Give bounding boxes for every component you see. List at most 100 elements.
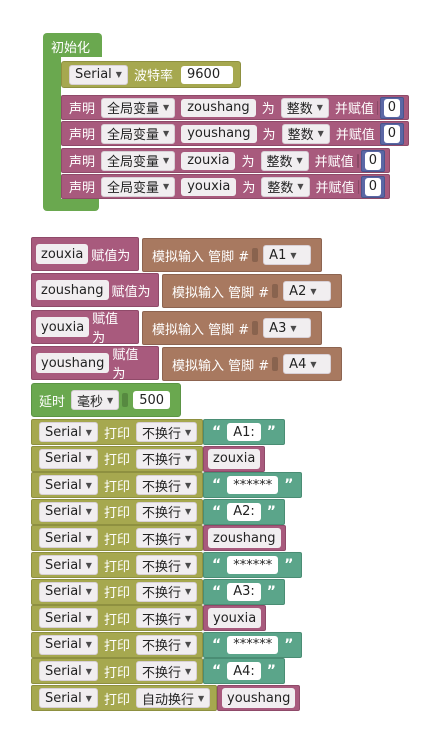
number-block[interactable]: 0 bbox=[360, 175, 385, 198]
newline-mode-dropdown[interactable]: 不换行▼ bbox=[135, 448, 198, 469]
newline-mode-dropdown[interactable]: 不换行▼ bbox=[135, 661, 198, 682]
serial-port-dropdown[interactable]: Serial▼ bbox=[39, 688, 98, 708]
analog-read-block[interactable]: 模拟输入 管脚 # A2▼ bbox=[162, 274, 342, 308]
assign-var-name[interactable]: youxia bbox=[36, 317, 90, 337]
var-value-field[interactable]: 0 bbox=[364, 151, 381, 170]
newline-mode-dropdown[interactable]: 不换行▼ bbox=[135, 422, 198, 442]
serial-port-dropdown[interactable]: Serial▼ bbox=[39, 608, 98, 629]
type-dropdown[interactable]: 整数▼ bbox=[261, 176, 310, 197]
declare-var-block[interactable]: 声明 全局变量▼ youxia 为 整数▼ 并赋值 0 bbox=[61, 174, 390, 199]
var-name[interactable]: youxia bbox=[208, 608, 262, 629]
var-value-field[interactable]: 0 bbox=[383, 98, 400, 117]
type-dropdown[interactable]: 整数▼ bbox=[281, 123, 330, 144]
text-field[interactable]: A1: bbox=[227, 423, 261, 441]
setup-block[interactable]: 初始化 bbox=[43, 33, 102, 57]
text-field[interactable]: A2: bbox=[227, 502, 261, 521]
assign-block[interactable]: zouxia 赋值为 bbox=[31, 237, 139, 271]
text-block[interactable]: “ A4: ” bbox=[203, 658, 285, 685]
assign-block[interactable]: youshang 赋值为 bbox=[31, 346, 159, 382]
baud-field[interactable]: 9600 bbox=[181, 65, 233, 84]
var-name-field[interactable]: zouxia bbox=[181, 151, 236, 170]
serial-print-block[interactable]: Serial▼ 打印 不换行▼ bbox=[31, 419, 203, 445]
serial-port-dropdown[interactable]: Serial▼ bbox=[39, 661, 98, 682]
scope-dropdown[interactable]: 全局变量▼ bbox=[101, 97, 176, 118]
var-name[interactable]: youshang bbox=[222, 688, 296, 708]
var-block[interactable]: zouxia bbox=[203, 445, 266, 472]
var-block[interactable]: youshang bbox=[217, 685, 301, 711]
assign-var-name[interactable]: youshang bbox=[36, 353, 110, 373]
text-block[interactable]: “ A3: ” bbox=[203, 578, 285, 605]
text-block[interactable]: “ ****** ” bbox=[203, 552, 303, 578]
serial-print-block[interactable]: Serial▼ 打印 不换行▼ bbox=[31, 498, 203, 525]
assign-block[interactable]: youxia 赋值为 bbox=[31, 310, 139, 346]
scope-dropdown[interactable]: 全局变量▼ bbox=[101, 176, 176, 197]
serial-print-block[interactable]: Serial▼ 打印 不换行▼ bbox=[31, 525, 203, 552]
text-block[interactable]: “ A1: ” bbox=[203, 419, 285, 445]
scope-dropdown[interactable]: 全局变量▼ bbox=[101, 123, 176, 144]
serial-port-dropdown[interactable]: Serial▼ bbox=[69, 64, 128, 85]
newline-mode-dropdown[interactable]: 不换行▼ bbox=[135, 634, 198, 655]
scope-dropdown[interactable]: 全局变量▼ bbox=[101, 150, 176, 171]
newline-mode-dropdown[interactable]: 不换行▼ bbox=[135, 555, 198, 575]
text-block[interactable]: “ ****** ” bbox=[203, 472, 303, 499]
newline-mode-dropdown[interactable]: 自动换行▼ bbox=[135, 688, 211, 708]
pin-dropdown[interactable]: A4▼ bbox=[283, 354, 332, 374]
declare-var-block[interactable]: 声明 全局变量▼ zouxia 为 整数▼ 并赋值 0 bbox=[61, 148, 390, 173]
newline-mode-dropdown[interactable]: 不换行▼ bbox=[135, 501, 198, 522]
text-field[interactable]: A3: bbox=[227, 582, 261, 601]
serial-port-dropdown[interactable]: Serial▼ bbox=[39, 475, 98, 496]
assign-var-name[interactable]: zoushang bbox=[36, 280, 109, 300]
pin-dropdown[interactable]: A1▼ bbox=[263, 245, 312, 265]
delay-unit-dropdown[interactable]: 毫秒▼ bbox=[71, 390, 120, 410]
delay-block[interactable]: 延时 毫秒▼ 500 bbox=[31, 383, 181, 417]
delay-value-field[interactable]: 500 bbox=[133, 391, 171, 409]
number-block[interactable]: 0 bbox=[379, 96, 404, 119]
serial-print-block[interactable]: Serial▼ 打印 自动换行▼ bbox=[31, 685, 217, 711]
text-field[interactable]: ****** bbox=[227, 476, 279, 495]
text-block[interactable]: “ ****** ” bbox=[203, 631, 303, 658]
analog-read-block[interactable]: 模拟输入 管脚 # A1▼ bbox=[142, 238, 322, 272]
text-block[interactable]: “ A2: ” bbox=[203, 498, 285, 525]
serial-print-block[interactable]: Serial▼ 打印 不换行▼ bbox=[31, 552, 203, 578]
var-block[interactable]: zoushang bbox=[203, 525, 286, 552]
analog-read-block[interactable]: 模拟输入 管脚 # A4▼ bbox=[162, 347, 342, 381]
serial-port-dropdown[interactable]: Serial▼ bbox=[39, 422, 98, 442]
newline-mode-dropdown[interactable]: 不换行▼ bbox=[135, 608, 198, 629]
serial-port-dropdown[interactable]: Serial▼ bbox=[39, 528, 98, 549]
serial-begin-block[interactable]: Serial▼ 波特率 9600 bbox=[61, 61, 241, 88]
assign-var-name[interactable]: zouxia bbox=[36, 244, 89, 264]
declare-var-block[interactable]: 声明 全局变量▼ zoushang 为 整数▼ 并赋值 0 bbox=[61, 95, 409, 120]
serial-port-dropdown[interactable]: Serial▼ bbox=[39, 448, 98, 469]
assign-block[interactable]: zoushang 赋值为 bbox=[31, 273, 159, 307]
newline-mode-dropdown[interactable]: 不换行▼ bbox=[135, 475, 198, 496]
type-dropdown[interactable]: 整数▼ bbox=[280, 97, 329, 118]
serial-port-dropdown[interactable]: Serial▼ bbox=[39, 555, 98, 575]
var-name[interactable]: zoushang bbox=[208, 528, 281, 549]
var-name-field[interactable]: youshang bbox=[181, 124, 257, 143]
serial-print-block[interactable]: Serial▼ 打印 不换行▼ bbox=[31, 631, 203, 658]
var-name-field[interactable]: zoushang bbox=[181, 98, 256, 117]
number-block[interactable]: 0 bbox=[360, 149, 385, 172]
pin-dropdown[interactable]: A3▼ bbox=[263, 318, 312, 338]
newline-mode-dropdown[interactable]: 不换行▼ bbox=[135, 528, 198, 549]
var-name-field[interactable]: youxia bbox=[181, 177, 237, 196]
serial-print-block[interactable]: Serial▼ 打印 不换行▼ bbox=[31, 605, 203, 632]
serial-port-dropdown[interactable]: Serial▼ bbox=[39, 634, 98, 655]
serial-print-block[interactable]: Serial▼ 打印 不换行▼ bbox=[31, 472, 203, 499]
var-name[interactable]: zouxia bbox=[208, 448, 261, 469]
analog-read-block[interactable]: 模拟输入 管脚 # A3▼ bbox=[142, 311, 322, 345]
declare-var-block[interactable]: 声明 全局变量▼ youshang 为 整数▼ 并赋值 0 bbox=[61, 121, 409, 146]
text-field[interactable]: ****** bbox=[227, 556, 279, 574]
type-dropdown[interactable]: 整数▼ bbox=[260, 150, 309, 171]
text-field[interactable]: A4: bbox=[227, 662, 261, 681]
text-field[interactable]: ****** bbox=[227, 635, 279, 654]
newline-mode-dropdown[interactable]: 不换行▼ bbox=[135, 581, 198, 602]
serial-port-dropdown[interactable]: Serial▼ bbox=[39, 581, 98, 602]
var-value-field[interactable]: 0 bbox=[364, 177, 381, 196]
serial-print-block[interactable]: Serial▼ 打印 不换行▼ bbox=[31, 578, 203, 605]
serial-print-block[interactable]: Serial▼ 打印 不换行▼ bbox=[31, 658, 203, 685]
serial-print-block[interactable]: Serial▼ 打印 不换行▼ bbox=[31, 445, 203, 472]
var-value-field[interactable]: 0 bbox=[383, 124, 401, 143]
serial-port-dropdown[interactable]: Serial▼ bbox=[39, 501, 98, 522]
pin-dropdown[interactable]: A2▼ bbox=[283, 281, 332, 301]
